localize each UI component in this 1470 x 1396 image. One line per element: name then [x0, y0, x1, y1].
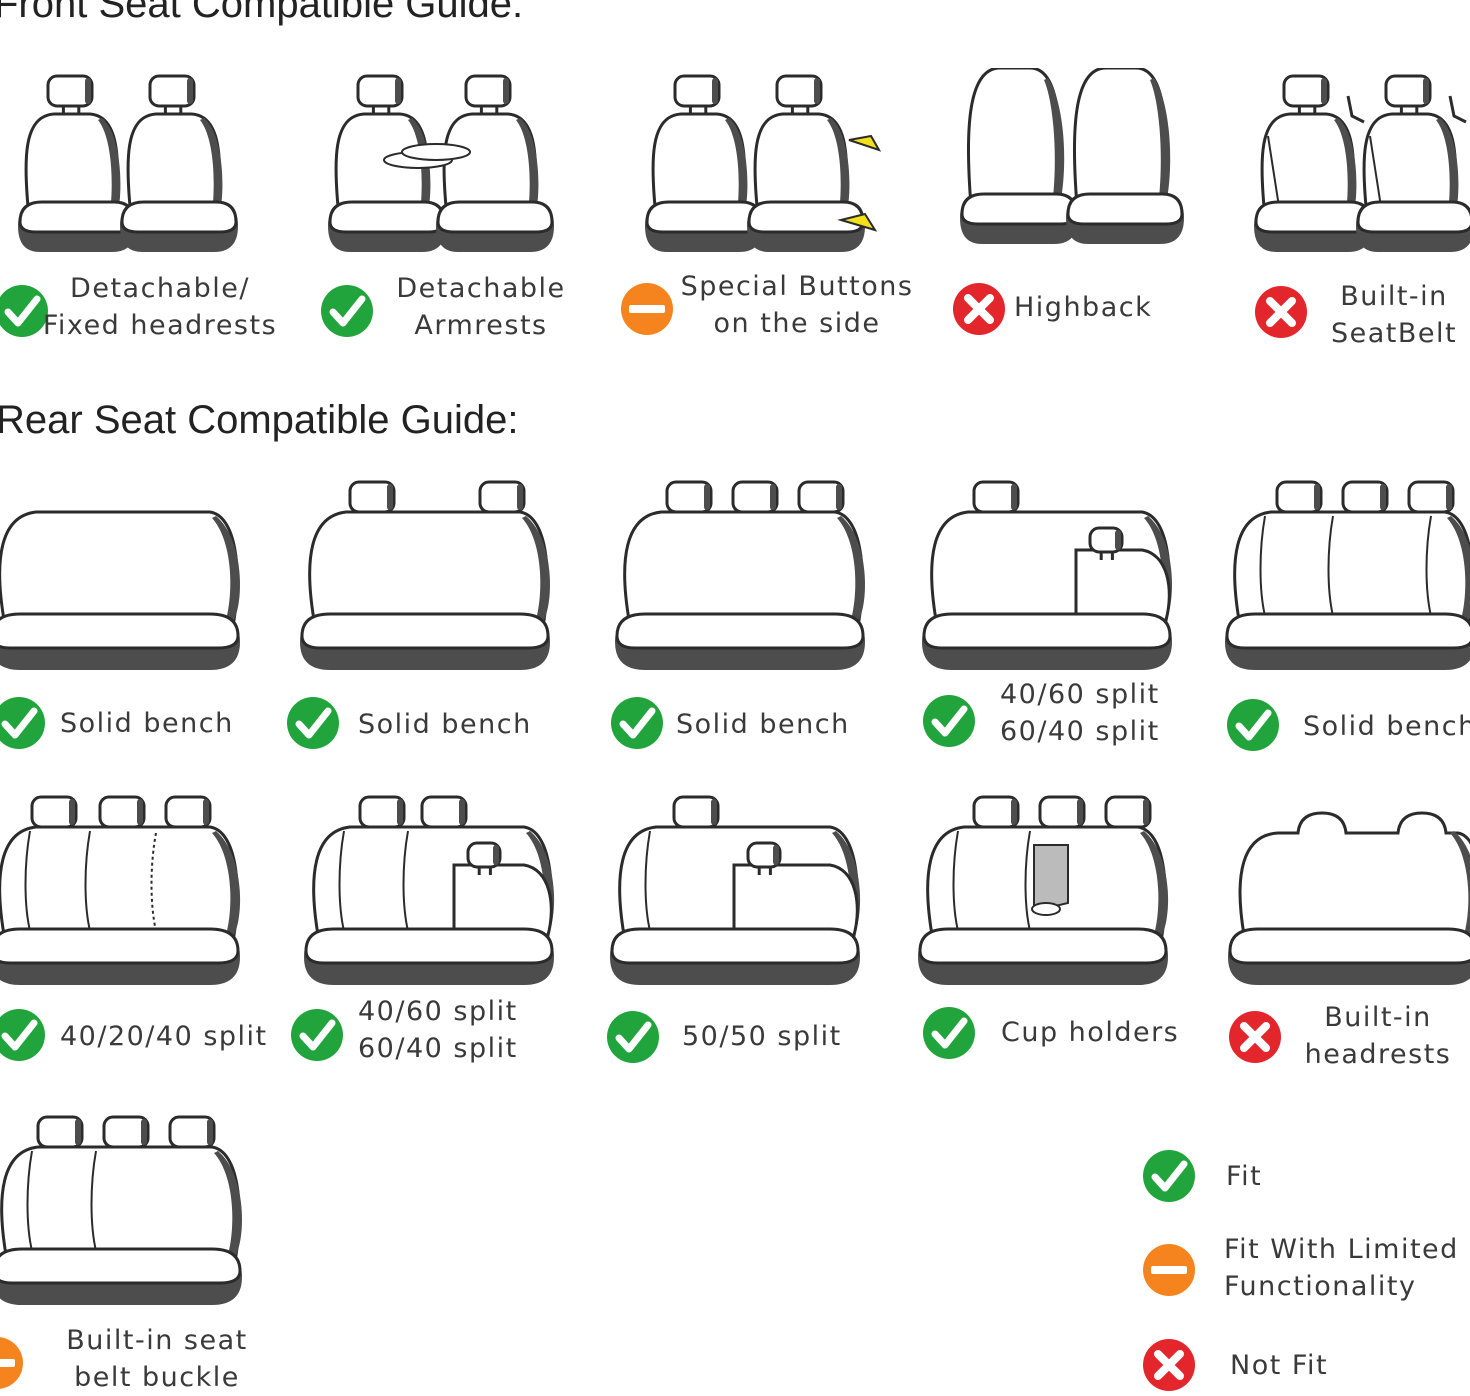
- rear-1-label-line: Solid bench: [60, 708, 234, 739]
- rear-5-check-icon: [1226, 698, 1280, 752]
- rear-6-check-icon: [0, 1008, 46, 1062]
- front-3-minus-icon: [620, 282, 674, 336]
- rear-6-label-line: 40/20/40 split: [60, 1021, 268, 1052]
- rear-5-label: Solid bench: [1303, 708, 1470, 745]
- rear-7-label-line: 40/60 split: [358, 996, 518, 1027]
- rear-seat-illustration-bench-three-headrests: [615, 480, 866, 670]
- legend-check-icon: [1142, 1149, 1196, 1203]
- rear-guide-heading: Rear Seat Compatible Guide:: [0, 398, 519, 442]
- front-3-label-line: Special Buttons: [680, 271, 914, 302]
- rear-seat-illustration-bench-40-60: [304, 795, 555, 985]
- rear-seat-illustration-bench-50-50: [610, 795, 861, 985]
- rear-7-label: 40/60 split 60/40 split: [358, 993, 518, 1067]
- front-1-label: Detachable/Fixed headrests: [43, 270, 277, 344]
- front-2-check-icon: [320, 284, 374, 338]
- front-3-label-line: on the side: [713, 308, 881, 339]
- rear-6-label: 40/20/40 split: [60, 1018, 268, 1055]
- rear-8-label: 50/50 split: [682, 1018, 842, 1055]
- legend-label-limited: Fit With Limited Functionality: [1224, 1234, 1459, 1302]
- rear-5-label-line: Solid bench: [1303, 711, 1470, 742]
- front-2-label-line: Armrests: [414, 310, 548, 341]
- rear-seat-illustration-bench-three-headrests-stitched: [1225, 480, 1470, 670]
- legend-label-notfit: Not Fit: [1230, 1350, 1329, 1381]
- rear-seat-illustration-bench-no-headrests: [0, 510, 241, 670]
- rear-4-label-line: 60/40 split: [1000, 716, 1160, 747]
- rear-1-label: Solid bench: [60, 705, 234, 742]
- rear-seat-illustration-bench-split-one-headrest: [922, 480, 1173, 670]
- rear-seat-illustration-bench-two-headrests: [300, 480, 551, 670]
- rear-4-label-line: 40/60 split: [1000, 679, 1160, 710]
- rear-7-label-line: 60/40 split: [358, 1033, 518, 1064]
- rear-seat-illustration-bench-40-20-40: [0, 795, 241, 985]
- front-4-label-line: Highback: [1014, 292, 1153, 323]
- legend-label-fit: Fit: [1226, 1161, 1263, 1192]
- front-4-cross-icon: [952, 282, 1006, 336]
- front-seat-illustration-two-seats-side-buttons: [645, 74, 882, 252]
- front-seat-illustration-two-seats-armrest: [328, 74, 554, 252]
- legend-minus-icon: [1142, 1243, 1196, 1297]
- rear-10-label: Built-in headrests: [1305, 999, 1452, 1073]
- rear-11-label-line: belt buckle: [74, 1362, 240, 1393]
- front-1-label-line: Detachable/: [70, 273, 250, 304]
- rear-2-label: Solid bench: [358, 706, 532, 743]
- rear-2-label-line: Solid bench: [358, 709, 532, 740]
- front-seat-illustration-two-seats-headrests: [18, 74, 238, 252]
- rear-8-label-line: 50/50 split: [682, 1021, 842, 1052]
- rear-3-label-line: Solid bench: [676, 709, 850, 740]
- front-5-label-line: SeatBelt: [1330, 318, 1458, 349]
- rear-7-check-icon: [290, 1008, 344, 1062]
- legend-cross-icon: [1142, 1338, 1196, 1392]
- front-1-check-icon: [0, 284, 49, 338]
- rear-10-cross-icon: [1228, 1010, 1282, 1064]
- rear-10-label-line: headrests: [1304, 1039, 1452, 1070]
- front-seat-illustration-two-seats-builtin-belt: [1254, 74, 1470, 252]
- rear-4-label: 40/60 split 60/40 split: [1000, 676, 1160, 750]
- rear-3-check-icon: [610, 696, 664, 750]
- front-1-label-line: Fixed headrests: [42, 310, 278, 341]
- rear-seat-illustration-bench-cup-holders: [918, 795, 1169, 985]
- front-5-label-line: Built-in: [1340, 281, 1448, 312]
- rear-8-check-icon: [606, 1010, 660, 1064]
- front-seat-illustration-two-highback-seats: [960, 68, 1184, 244]
- front-guide-heading: Front Seat Compatible Guide:: [0, 0, 524, 26]
- rear-3-label: Solid bench: [676, 706, 850, 743]
- rear-2-check-icon: [286, 696, 340, 750]
- rear-9-label: Cup holders: [1001, 1014, 1179, 1051]
- rear-1-check-icon: [0, 696, 46, 750]
- rear-4-check-icon: [922, 694, 976, 748]
- rear-11-minus-icon: [0, 1336, 24, 1390]
- rear-9-label-line: Cup holders: [1001, 1017, 1180, 1048]
- front-5-cross-icon: [1254, 285, 1308, 339]
- rear-11-label-line: Built-in seat: [66, 1325, 248, 1356]
- rear-10-label-line: Built-in: [1324, 1002, 1432, 1033]
- rear-9-check-icon: [922, 1006, 976, 1060]
- rear-seat-illustration-bench-belt-buckle: [0, 1115, 243, 1305]
- rear-seat-illustration-bench-builtin-headrests: [1228, 811, 1470, 985]
- front-2-label-line: Detachable: [396, 273, 566, 304]
- front-3-label: Special Buttons on the side: [681, 268, 914, 342]
- front-4-label: Highback: [1014, 289, 1152, 326]
